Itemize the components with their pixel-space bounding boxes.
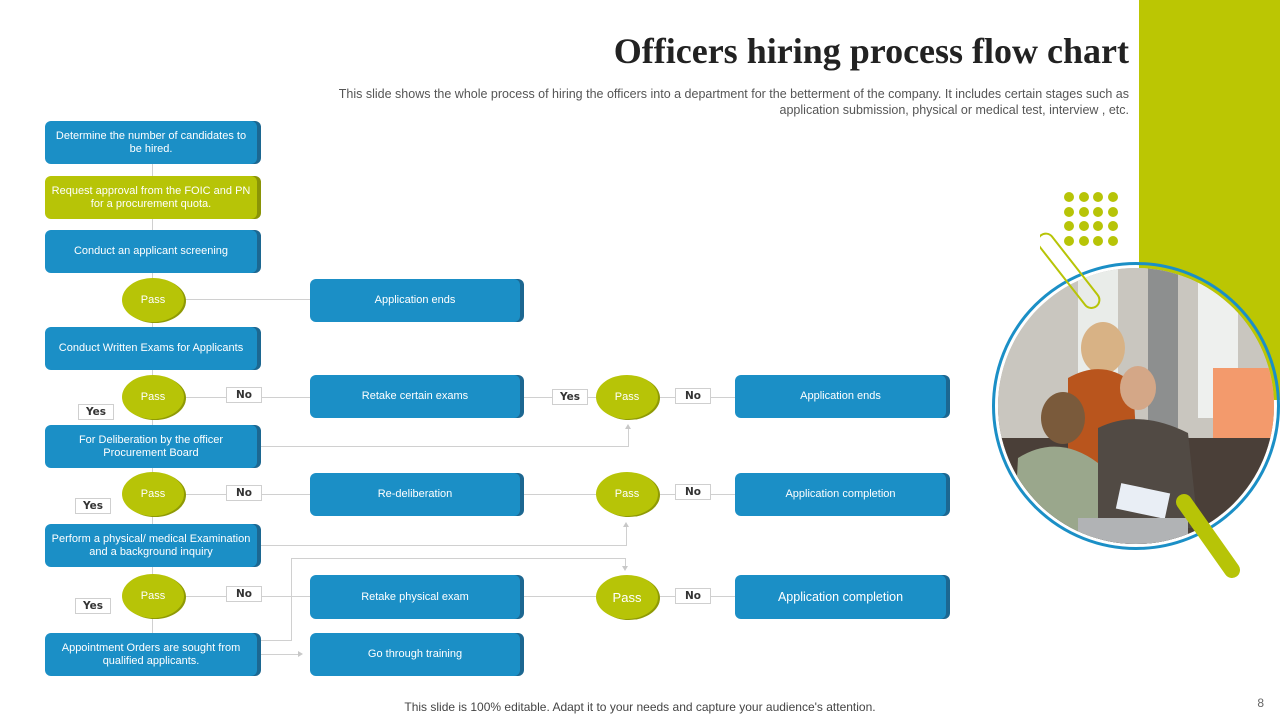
connector xyxy=(260,640,292,641)
outcome-application-completion[interactable]: Application completion xyxy=(735,575,946,619)
oval-outline-decoration xyxy=(1040,232,1101,309)
decision-pass-redeliberation[interactable]: Pass xyxy=(596,472,658,516)
connector xyxy=(291,558,626,559)
connector xyxy=(626,526,627,545)
outcome-application-ends[interactable]: Application ends xyxy=(735,375,946,418)
step-training[interactable]: Go through training xyxy=(310,633,520,676)
yes-label: Yes xyxy=(75,498,111,514)
step-redeliberation[interactable]: Re-deliberation xyxy=(310,473,520,516)
step-written-exams[interactable]: Conduct Written Exams for Applicants xyxy=(45,327,257,370)
step-retake-physical[interactable]: Retake physical exam xyxy=(310,575,520,619)
decision-pass-screening[interactable]: Pass xyxy=(122,278,184,322)
no-label: No xyxy=(675,388,711,404)
team-photo xyxy=(992,262,1280,550)
step-determine-candidates[interactable]: Determine the number of candidates to be… xyxy=(45,121,257,164)
connector xyxy=(628,428,629,446)
decision-pass-retake-physical[interactable]: Pass xyxy=(596,575,658,619)
yes-label: Yes xyxy=(78,404,114,420)
connector xyxy=(260,654,300,655)
connector xyxy=(625,558,626,566)
bar-decoration xyxy=(1176,494,1240,578)
connector xyxy=(260,545,627,546)
slide-title: Officers hiring process flow chart xyxy=(613,31,1129,71)
connector xyxy=(524,596,596,597)
connector xyxy=(183,299,311,300)
footer-note: This slide is 100% editable. Adapt it to… xyxy=(404,700,876,714)
slide-subtitle: This slide shows the whole process of hi… xyxy=(338,87,1129,117)
yes-label: Yes xyxy=(75,598,111,614)
outcome-application-completion[interactable]: Application completion xyxy=(735,473,946,516)
arrow-icon xyxy=(622,566,628,571)
step-appointment-orders[interactable]: Appointment Orders are sought from quali… xyxy=(45,633,257,676)
team-meeting-image xyxy=(998,268,1274,544)
step-retake-exams[interactable]: Retake certain exams xyxy=(310,375,520,418)
step-applicant-screening[interactable]: Conduct an applicant screening xyxy=(45,230,257,273)
yes-label: Yes xyxy=(552,389,588,405)
step-request-approval[interactable]: Request approval from the FOIC and PN fo… xyxy=(45,176,257,219)
no-label: No xyxy=(226,586,262,602)
connector xyxy=(260,446,629,447)
dot-grid-decoration xyxy=(1064,192,1118,246)
arrow-icon xyxy=(623,522,629,527)
page-number: 8 xyxy=(1257,696,1264,710)
step-application-ends[interactable]: Application ends xyxy=(310,279,520,322)
arrow-icon xyxy=(625,424,631,429)
no-label: No xyxy=(226,485,262,501)
no-label: No xyxy=(675,484,711,500)
connector xyxy=(524,494,596,495)
decision-pass-physical[interactable]: Pass xyxy=(122,574,184,618)
arrow-icon xyxy=(298,651,303,657)
decision-pass-written[interactable]: Pass xyxy=(122,375,184,419)
connector xyxy=(291,558,292,640)
step-deliberation[interactable]: For Deliberation by the officer Procurem… xyxy=(45,425,257,468)
no-label: No xyxy=(675,588,711,604)
decision-pass-deliberation[interactable]: Pass xyxy=(122,472,184,516)
decision-pass-retake-exams[interactable]: Pass xyxy=(596,375,658,419)
step-physical-exam[interactable]: Perform a physical/ medical Examination … xyxy=(45,524,257,567)
no-label: No xyxy=(226,387,262,403)
